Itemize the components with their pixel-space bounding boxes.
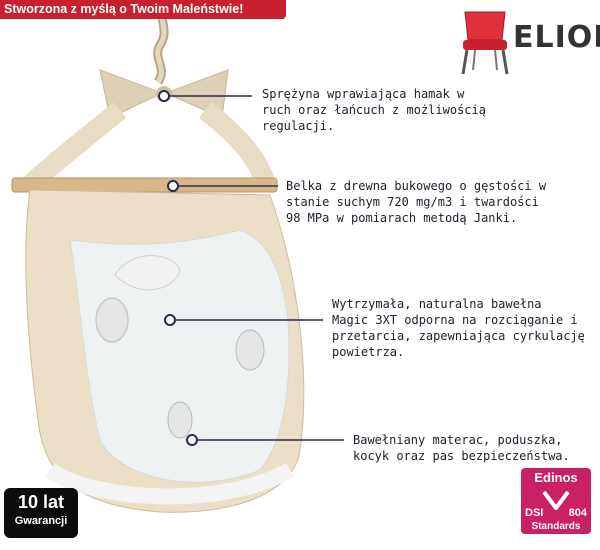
callout-dot-spring [158, 90, 170, 102]
certification-code: DSI [525, 507, 544, 519]
promo-banner: Stworzona z myślą o Twoim Maleństwie! [0, 0, 286, 19]
warranty-years: 10 lat [17, 492, 65, 512]
callout-beam: Belka z drewna bukowego o gęstości w sta… [286, 179, 547, 225]
certification-number: 804 [568, 507, 587, 519]
warranty-badge: 10 lat Gwarancji [4, 488, 78, 538]
chair-logo-icon [461, 11, 509, 75]
callout-dot-mattress [186, 434, 198, 446]
callout-dot-beam [167, 180, 179, 192]
certification-badge: Edinos DSI 804 Standards [521, 468, 591, 534]
callout-mattress: Bawełniany materac, poduszka, kocyk oraz… [353, 433, 570, 463]
callout-dot-fabric [164, 314, 176, 326]
brand-name: ELIOR [513, 20, 600, 55]
callout-fabric: Wytrzymała, naturalna bawełna Magic 3XT … [332, 297, 585, 359]
checkmark-icon [542, 490, 570, 510]
certification-name: Edinos [534, 470, 578, 485]
certification-standard: Standards [531, 521, 581, 532]
warranty-label: Gwarancji [14, 515, 68, 527]
callout-spring: Sprężyna wprawiająca hamak w ruch oraz ł… [262, 87, 486, 133]
